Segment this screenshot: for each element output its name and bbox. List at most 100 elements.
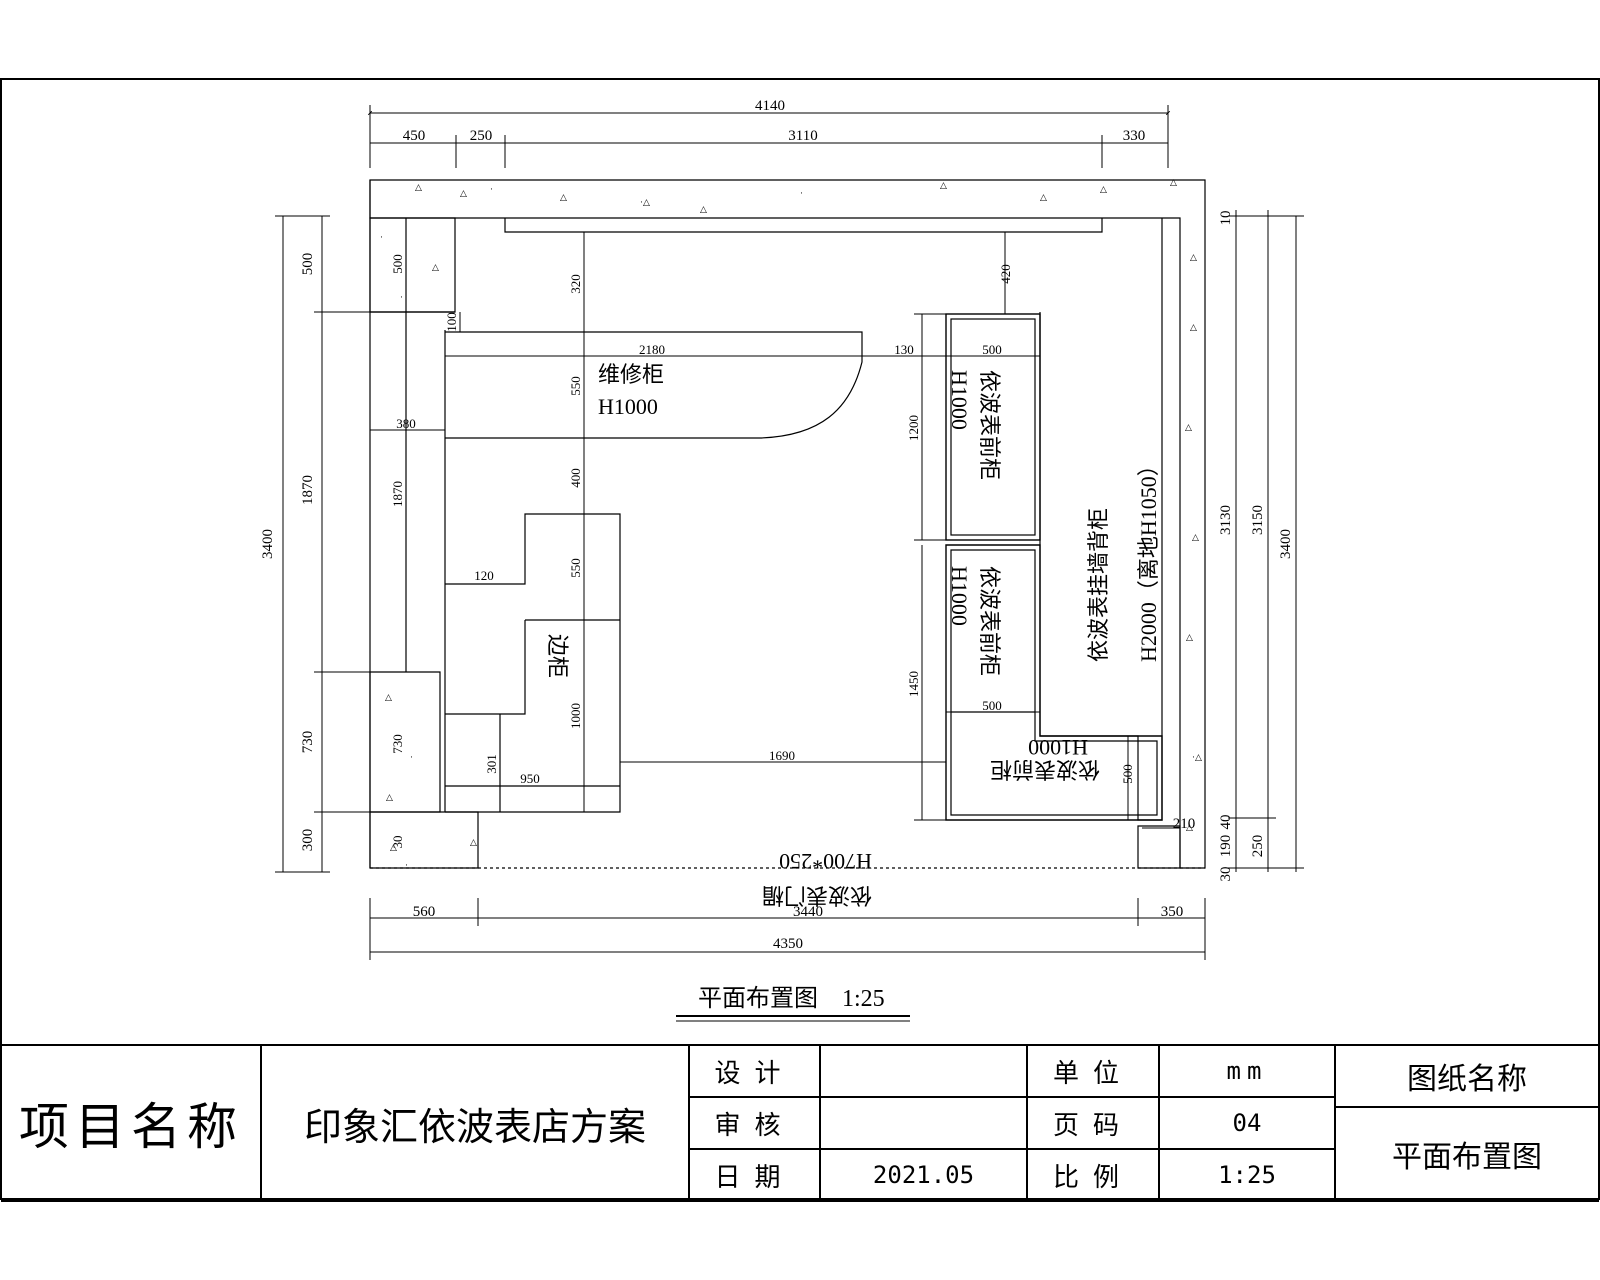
svg-text:△: △	[1186, 632, 1193, 642]
dim-inner-18: 500	[982, 342, 1002, 357]
project-name: 印象汇依波表店方案	[303, 1104, 646, 1149]
dim-inner-21: 500	[982, 698, 1002, 713]
dimension-text: 4140 450 250 3110 330 560 3440 350 4350 …	[260, 98, 1294, 952]
design-value[interactable]	[820, 1045, 1027, 1097]
label-door-sign-size: H700*250	[779, 849, 872, 874]
label-repair-height: H1000	[598, 394, 658, 419]
dim-top-4: 330	[1123, 128, 1146, 144]
dim-top-3: 3110	[788, 128, 817, 144]
svg-text:·△: ·△	[640, 197, 650, 207]
page-label: 页码	[1052, 1110, 1133, 1141]
dim-right-7: 190	[1218, 835, 1234, 858]
dim-right-1: 10	[1218, 211, 1234, 226]
label-front-cabinet-3-h: H1000	[1028, 735, 1088, 760]
label-wall-showcase: 依波表挂墙背柜	[1086, 508, 1111, 662]
dim-inner-3: 100	[444, 312, 459, 332]
inner-dimension-text: 500 320 100 2180 130 550 380 1870 400 12…	[390, 254, 1195, 848]
furniture-labels: 维修柜 H1000 边柜 依波表前柜 H1000 依波表前柜 H1000 依波表…	[545, 362, 1161, 908]
svg-text:△: △	[1186, 822, 1193, 832]
svg-text:△: △	[460, 188, 467, 198]
title-block-grid	[1, 1044, 1599, 1202]
wall-hatch: △△· △·△△ ·△△ △△△ △△△ △·△△ ·△· △·△ △△·	[380, 177, 1202, 870]
svg-text:△: △	[1190, 252, 1197, 262]
svg-text:△: △	[560, 192, 567, 202]
svg-text:△: △	[1185, 422, 1192, 432]
dim-bottom-2: 3440	[793, 904, 823, 920]
svg-text:△: △	[415, 182, 422, 192]
sheet-border	[0, 78, 1600, 1200]
svg-text:·: ·	[800, 188, 803, 198]
label-front-cabinet-1: 依波表前柜	[977, 370, 1002, 480]
unit-label: 单位	[1052, 1058, 1133, 1089]
label-repair-cabinet: 维修柜	[598, 362, 664, 387]
svg-text:△: △	[1192, 532, 1199, 542]
dim-inner-11: 550	[568, 558, 583, 578]
dim-inner-7: 380	[396, 416, 416, 431]
svg-text:△: △	[1170, 177, 1177, 187]
svg-text:△: △	[386, 792, 393, 802]
page-value: 04	[1232, 1109, 1262, 1137]
unit-value: mm	[1226, 1057, 1268, 1085]
dim-top-1: 450	[403, 128, 426, 144]
furniture	[370, 218, 1163, 821]
label-front-cabinet-2: 依波表前柜	[977, 566, 1002, 676]
dim-inner-16: 30	[390, 836, 405, 849]
dim-right-5: 40	[1218, 815, 1234, 830]
svg-text:△: △	[385, 692, 392, 702]
svg-text:△: △	[470, 837, 477, 847]
review-value[interactable]	[820, 1097, 1027, 1149]
dim-top-total: 4140	[755, 98, 785, 114]
dim-inner-19: 1200	[906, 415, 921, 441]
walls	[369, 179, 1206, 869]
dim-inner-13: 301	[484, 754, 499, 774]
dim-inner-6: 550	[568, 376, 583, 396]
dim-inner-15: 730	[390, 734, 405, 754]
label-front-cabinet-3: 依波表前柜	[990, 757, 1100, 782]
dim-right-3: 3150	[1250, 505, 1266, 535]
dim-bottom-total: 4350	[773, 936, 803, 952]
svg-text:·: ·	[380, 232, 383, 242]
dim-right-8: 30	[1218, 867, 1234, 882]
dim-inner-23: 500	[1120, 764, 1135, 784]
label-door-sign: 依波表门楣	[762, 883, 872, 908]
svg-text:·: ·	[400, 292, 403, 302]
dim-left-2: 1870	[300, 475, 316, 505]
dim-left-1: 500	[300, 253, 316, 276]
svg-text:·: ·	[405, 860, 408, 870]
review-label: 审核	[714, 1110, 795, 1141]
svg-text:△: △	[940, 180, 947, 190]
dim-left-total: 3400	[260, 529, 276, 559]
drawing-name: 平面布置图	[1392, 1140, 1542, 1175]
label-front-cabinet-2-h: H1000	[947, 566, 972, 626]
dim-inner-9: 400	[568, 468, 583, 488]
dim-inner-24: 210	[1173, 816, 1196, 832]
dim-inner-20: 1450	[906, 671, 921, 697]
dim-bottom-1: 560	[413, 904, 436, 920]
svg-text:·: ·	[490, 184, 493, 194]
dim-inner-4: 2180	[639, 342, 665, 357]
dim-top-2: 250	[470, 128, 493, 144]
dim-inner-17: 420	[998, 264, 1013, 284]
svg-text:·: ·	[410, 752, 413, 762]
date-value: 2021.05	[872, 1161, 975, 1189]
scale-label: 比例	[1052, 1162, 1133, 1193]
drawing-name-label: 图纸名称	[1407, 1062, 1527, 1097]
dim-left-3: 730	[300, 731, 316, 754]
project-label: 项目名称	[19, 1098, 243, 1156]
svg-text:△: △	[390, 842, 397, 852]
svg-text:△: △	[1040, 192, 1047, 202]
svg-text:△: △	[1190, 322, 1197, 332]
dim-bottom-3: 350	[1161, 904, 1184, 920]
dim-right-6: 250	[1250, 835, 1266, 858]
plan-caption: 平面布置图	[698, 985, 818, 1012]
dim-inner-8: 1870	[390, 481, 405, 507]
dim-left-4: 300	[300, 829, 316, 852]
design-label: 设计	[714, 1058, 795, 1089]
plan-caption-scale: 1:25	[842, 986, 885, 1012]
dim-inner-14: 950	[520, 771, 540, 786]
svg-text:△: △	[1100, 184, 1107, 194]
svg-text:△: △	[432, 262, 439, 272]
scale-value: 1:25	[1218, 1161, 1276, 1189]
dim-right-4: 3400	[1278, 529, 1294, 559]
